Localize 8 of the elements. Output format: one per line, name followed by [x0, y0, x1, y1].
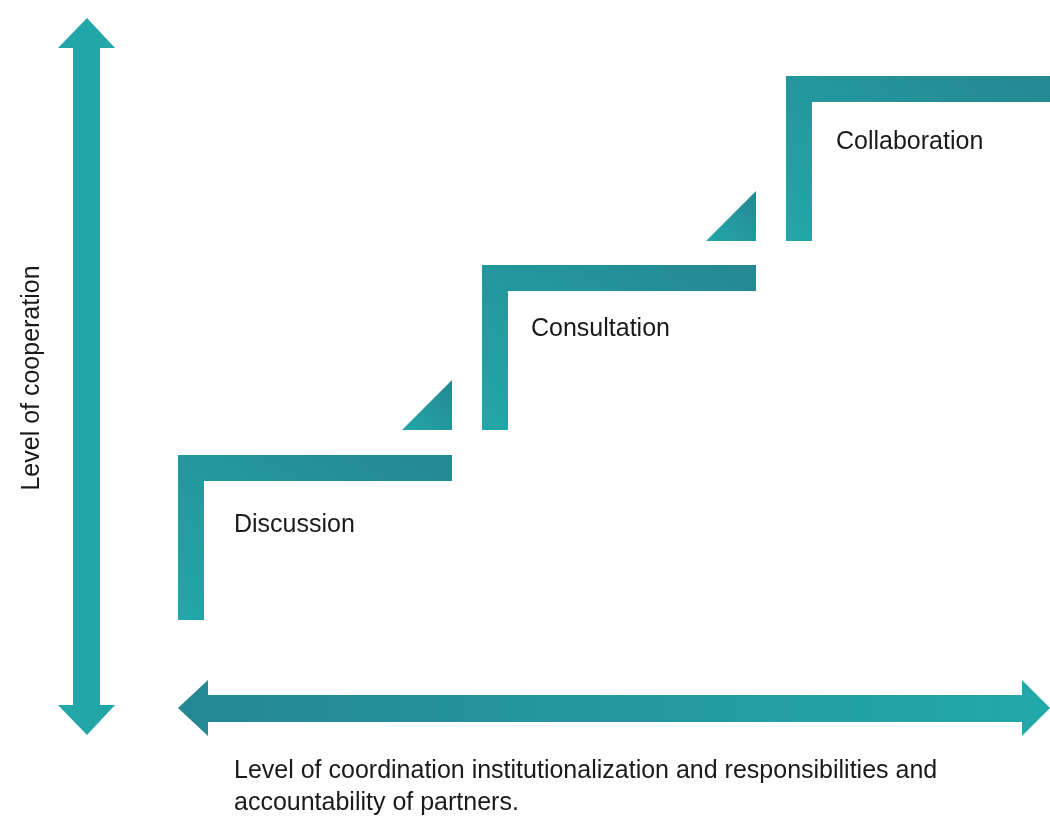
step-label: Collaboration	[836, 126, 984, 155]
step-shape	[786, 76, 1050, 241]
step-label: Consultation	[531, 313, 670, 342]
axis-label: Level of cooperation	[15, 265, 45, 491]
axis-label: Level of coordination institutionalization and responsibilities and accountability of partners.	[234, 754, 939, 817]
step-label: Discussion	[234, 509, 355, 538]
step-shape	[482, 265, 756, 430]
step-shape	[178, 455, 452, 620]
